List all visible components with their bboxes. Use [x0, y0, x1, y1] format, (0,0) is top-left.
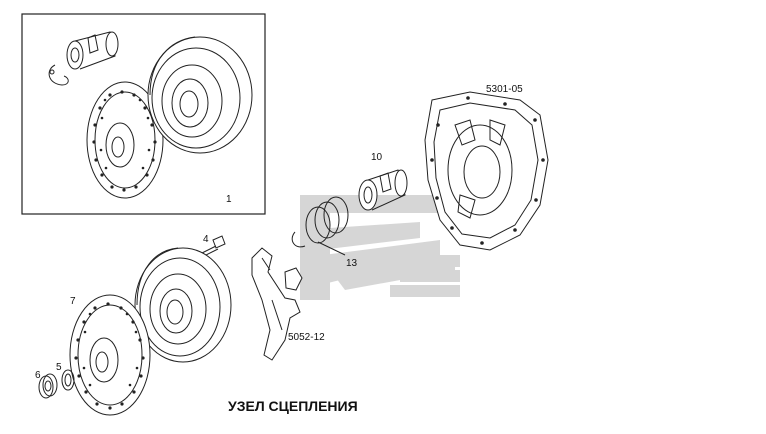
label-part5: 5: [56, 362, 62, 373]
bearing-part-6: [38, 373, 58, 399]
rings-set: [291, 196, 349, 256]
label-part6: 6: [35, 370, 41, 381]
label-rings: 13: [346, 258, 358, 269]
diagram-title: УЗЕЛ СЦЕПЛЕНИЯ: [228, 398, 358, 414]
label-bearing: 10: [371, 152, 383, 163]
release-bearing: [358, 169, 408, 211]
pressure-plate: [134, 247, 232, 363]
release-fork: [251, 247, 303, 361]
label-fork: 5052-12: [288, 332, 325, 343]
label-housing: 5301-05: [486, 84, 523, 95]
bolt: [199, 235, 226, 258]
label-bolt: 4: [203, 234, 209, 245]
kit-frame: [21, 13, 266, 215]
kit-pressure-plate: [147, 36, 253, 154]
kit-release-bearing: [66, 31, 119, 70]
label-kit: 1: [226, 194, 232, 205]
kit-circlip: [48, 64, 69, 86]
clutch-disc: [69, 294, 151, 416]
ring-part-5: [61, 369, 75, 391]
kit-clutch-disc: [86, 81, 164, 199]
label-disc: 7: [70, 296, 76, 307]
clutch-housing: [424, 91, 549, 251]
